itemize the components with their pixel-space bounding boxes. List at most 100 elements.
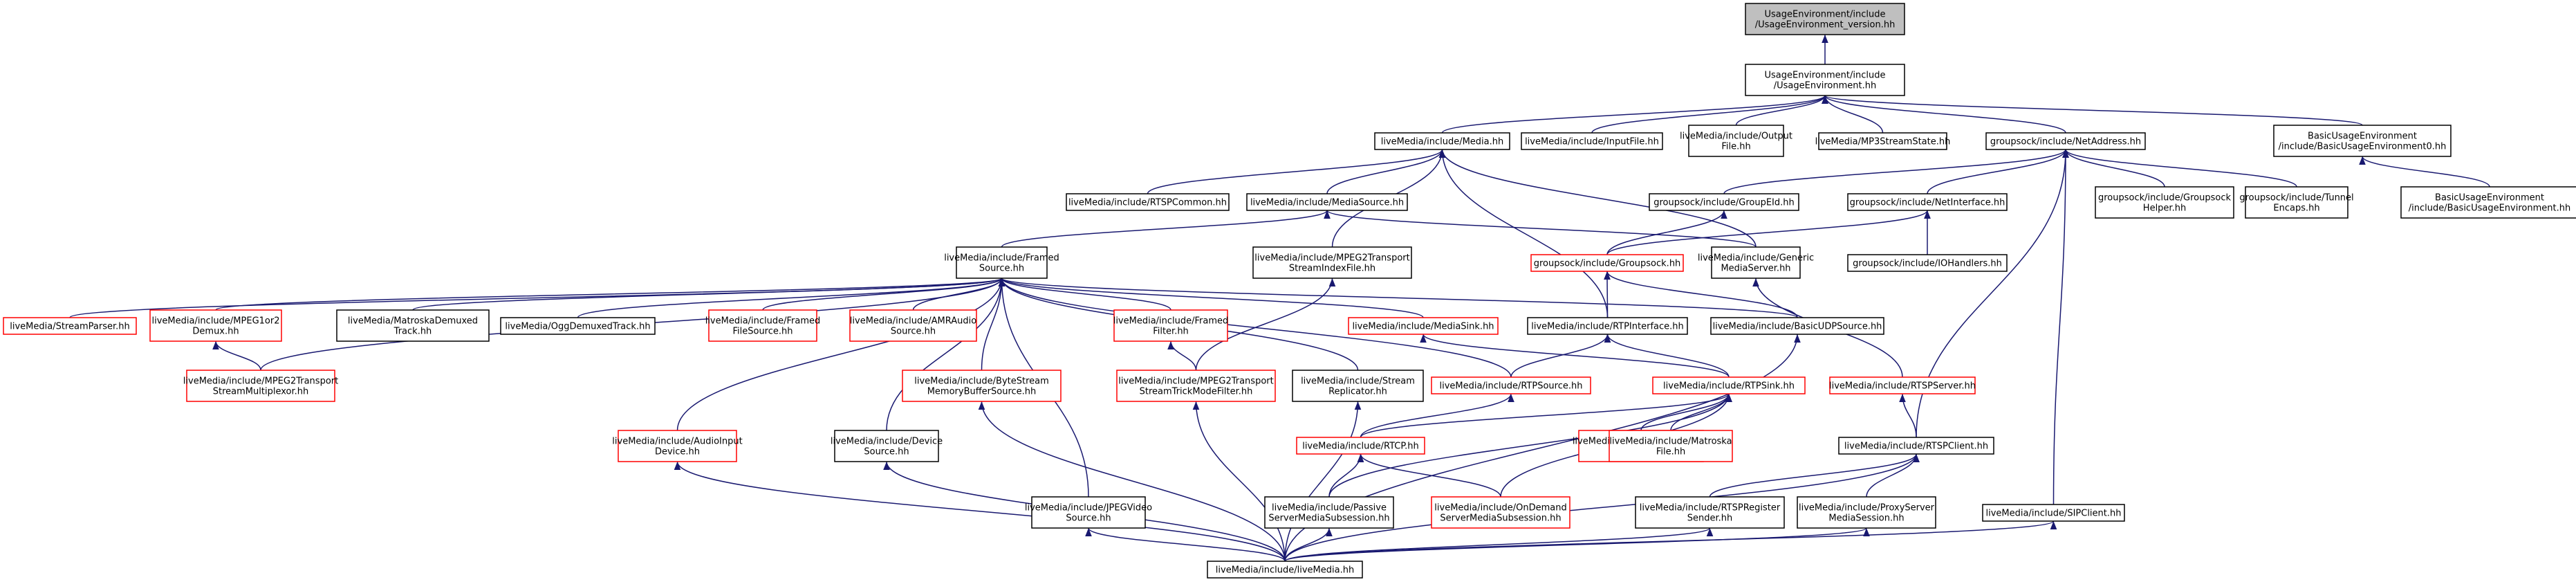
node-box bbox=[1530, 254, 1684, 272]
node-box bbox=[1252, 246, 1412, 279]
node-livemedia-include-mediasource-hh[interactable]: liveMedia/include/MediaSource.hh bbox=[1246, 193, 1408, 211]
edge-n7-to-n1 bbox=[1822, 95, 2363, 126]
node-label: liveMedia/StreamParser.hh bbox=[10, 322, 129, 332]
edge-n28-to-n2 bbox=[1438, 149, 1609, 318]
node-label: Device.hh bbox=[655, 447, 700, 457]
node-label: liveMedia/include/Output bbox=[1680, 131, 1792, 142]
node-box bbox=[1818, 132, 1947, 150]
node-label: Track.hh bbox=[393, 327, 432, 337]
node-label: liveMedia/include/RTSPServer.hh bbox=[1829, 381, 1976, 392]
node-box bbox=[1797, 496, 1936, 529]
edge-n18-to-n10 bbox=[1324, 210, 1757, 248]
node-livemedia-streamparser-hh[interactable]: liveMedia/StreamParser.hh bbox=[3, 317, 137, 335]
node-livemedia-include-basicudpsource-hh[interactable]: liveMedia/include/BasicUDPSource.hh bbox=[1710, 317, 1884, 335]
node-livemedia-include-rtspserver-hh[interactable]: liveMedia/include/RTSPServer.hh bbox=[1829, 376, 1976, 394]
node-livemedia-include-bytestreammemorybuffersource-hh[interactable]: liveMedia/include/ByteStreamMemoryBuffer… bbox=[902, 370, 1062, 402]
node-label: groupsock/include/Tunnel bbox=[2239, 193, 2353, 203]
node-label: ServerMediaSubsession.hh bbox=[1440, 513, 1561, 524]
node-livemedia-include-media-hh[interactable]: liveMedia/include/Media.hh bbox=[1374, 132, 1510, 150]
node-label: Encaps.hh bbox=[2273, 203, 2319, 214]
node-livemedia-include-sipclient-hh[interactable]: liveMedia/include/SIPClient.hh bbox=[1982, 504, 2125, 522]
node-box bbox=[1652, 376, 1806, 394]
node-livemedia-include-livemedia-hh[interactable]: liveMedia/include/liveMedia.hh bbox=[1207, 561, 1363, 579]
node-label: groupsock/include/GroupEId.hh bbox=[1653, 198, 1795, 208]
node-usageenvironment-include-usageenvironment-version-hh[interactable]: UsageEnvironment/include/UsageEnvironmen… bbox=[1745, 3, 1905, 35]
node-livemedia-oggdemuxedtrack-hh[interactable]: liveMedia/OggDemuxedTrack.hh bbox=[500, 317, 656, 335]
node-livemedia-include-rtspcommon-hh[interactable]: liveMedia/include/RTSPCommon.hh bbox=[1066, 193, 1230, 211]
node-box bbox=[1527, 317, 1688, 335]
edge-n37-to-n16 bbox=[676, 278, 1006, 431]
node-livemedia-include-rtpsource-hh[interactable]: liveMedia/include/RTPSource.hh bbox=[1431, 376, 1591, 394]
edge-n49-to-n33 bbox=[1284, 401, 1362, 562]
edge-n41-to-n35 bbox=[1670, 393, 1732, 431]
node-label: Demux.hh bbox=[192, 327, 239, 337]
node-livemedia-include-rtcp-hh[interactable]: liveMedia/include/RTCP.hh bbox=[1296, 437, 1425, 455]
node-livemedia-include-ondemandservermediasubsession-hh[interactable]: liveMedia/include/OnDemandServerMediaSub… bbox=[1431, 496, 1570, 529]
edge-n32-to-n11 bbox=[1195, 278, 1336, 371]
edge-n17-to-n13 bbox=[1606, 210, 1931, 255]
node-livemedia-include-mpeg2transportstreammultiplexor-hh[interactable]: liveMedia/include/MPEG2TransportStreamMu… bbox=[183, 370, 338, 402]
node-label: MemoryBufferSource.hh bbox=[927, 387, 1037, 397]
node-livemedia-include-inputfile-hh[interactable]: liveMedia/include/InputFile.hh bbox=[1521, 132, 1663, 150]
edge-n10-to-n2 bbox=[1326, 149, 1446, 194]
node-label: liveMedia/include/MPEG1or2 bbox=[151, 316, 279, 327]
node-livemedia-include-passiveservermediasubsession-hh[interactable]: liveMedia/include/PassiveServerMediaSubs… bbox=[1264, 496, 1394, 529]
node-groupsock-include-groupsock-hh[interactable]: groupsock/include/Groupsock.hh bbox=[1530, 254, 1684, 272]
node-label: /include/BasicUsageEnvironment.hh bbox=[2409, 203, 2570, 214]
node-basicusageenvironment-include-basicusageenvironment-hh[interactable]: BasicUsageEnvironment/include/BasicUsage… bbox=[2400, 186, 2576, 219]
node-livemedia-include-rtspclient-hh[interactable]: liveMedia/include/RTSPClient.hh bbox=[1838, 437, 1994, 455]
edge-n30-to-n21 bbox=[212, 340, 261, 371]
node-label: liveMedia/include/Device bbox=[831, 437, 943, 447]
node-box bbox=[1635, 496, 1785, 529]
node-box bbox=[618, 430, 737, 462]
node-box bbox=[1292, 370, 1424, 402]
node-box bbox=[2400, 186, 2576, 219]
node-groupsock-include-groupeid-hh[interactable]: groupsock/include/GroupEId.hh bbox=[1649, 193, 1799, 211]
node-box bbox=[336, 309, 490, 342]
node-label: UsageEnvironment/include bbox=[1765, 10, 1886, 20]
node-label: liveMedia/MP3StreamState.hh bbox=[1815, 137, 1951, 147]
node-box bbox=[1745, 64, 1905, 96]
node-groupsock-include-iohandlers-hh[interactable]: groupsock/include/IOHandlers.hh bbox=[1847, 254, 2008, 272]
node-groupsock-include-netinterface-hh[interactable]: groupsock/include/NetInterface.hh bbox=[1847, 193, 2008, 211]
node-livemedia-include-mpeg2transportstreamindexfile-hh[interactable]: liveMedia/include/MPEG2TransportStreamIn… bbox=[1252, 246, 1412, 279]
node-livemedia-mp3streamstate-hh[interactable]: liveMedia/MP3StreamState.hh bbox=[1815, 132, 1951, 150]
node-livemedia-include-rtpinterface-hh[interactable]: liveMedia/include/RTPInterface.hh bbox=[1527, 317, 1688, 335]
node-livemedia-include-mediasink-hh[interactable]: liveMedia/include/MediaSink.hh bbox=[1348, 317, 1499, 335]
node-label: StreamMultiplexor.hh bbox=[213, 387, 308, 397]
node-livemedia-include-mpeg2transportstreamtrickmodefilter-hh[interactable]: liveMedia/include/MPEG2TransportStreamTr… bbox=[1116, 370, 1276, 402]
node-label: Source.hh bbox=[979, 264, 1024, 274]
edge-n39-to-n34 bbox=[1360, 393, 1514, 438]
node-groupsock-include-netaddress-hh[interactable]: groupsock/include/NetAddress.hh bbox=[1985, 132, 2146, 150]
node-label: liveMedia/include/OnDemand bbox=[1434, 503, 1566, 513]
node-box bbox=[1711, 246, 1801, 279]
edge-n22-to-n16 bbox=[412, 278, 1005, 311]
node-label: Sender.hh bbox=[1687, 513, 1733, 524]
node-box bbox=[1264, 496, 1394, 529]
node-basicusageenvironment-include-basicusageenvironment0-hh[interactable]: BasicUsageEnvironment/include/BasicUsage… bbox=[2273, 125, 2452, 157]
edge-n13-to-n6 bbox=[1927, 149, 2069, 194]
node-livemedia-include-proxyservermediasession-hh[interactable]: liveMedia/include/ProxyServerMediaSessio… bbox=[1797, 496, 1936, 529]
node-label: groupsock/include/NetAddress.hh bbox=[1990, 137, 2141, 147]
node-label: BasicUsageEnvironment bbox=[2435, 193, 2544, 203]
node-usageenvironment-include-usageenvironment-hh[interactable]: UsageEnvironment/include/UsageEnvironmen… bbox=[1745, 64, 1905, 96]
node-label: liveMedia/OggDemuxedTrack.hh bbox=[505, 322, 650, 332]
edge-n14-to-n6 bbox=[2062, 149, 2165, 188]
node-livemedia-include-rtpsink-hh[interactable]: liveMedia/include/RTPSink.hh bbox=[1652, 376, 1806, 394]
